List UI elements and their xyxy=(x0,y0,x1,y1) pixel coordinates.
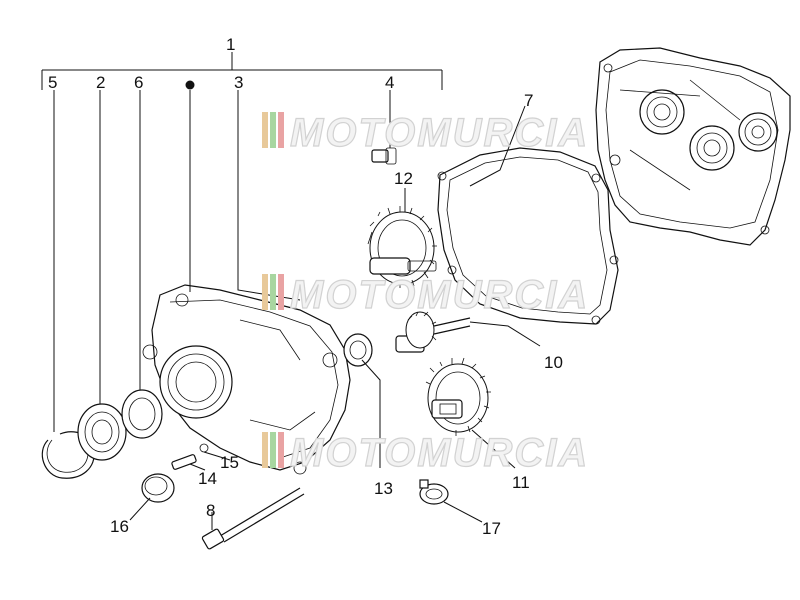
hose-clamp xyxy=(419,479,449,505)
label-part-13: 13 xyxy=(374,479,393,498)
cover-gasket xyxy=(437,147,619,325)
label-part-14: 14 xyxy=(198,469,217,488)
bearing xyxy=(77,403,127,461)
cap xyxy=(141,473,175,503)
pinion-shaft xyxy=(395,311,471,353)
label-part-5: 5 xyxy=(48,73,57,92)
label-part-10: 10 xyxy=(544,353,563,372)
leader-lines xyxy=(53,80,541,530)
label-part-15: 15 xyxy=(220,453,239,472)
main-housing xyxy=(142,284,351,475)
watermark-text: MOTOMURCIA xyxy=(290,111,589,155)
label-part-7: 7 xyxy=(524,91,533,110)
watermark-top: MOTOMURCIA xyxy=(262,110,589,156)
label-part-16: 16 xyxy=(110,517,129,536)
label-part-17: 17 xyxy=(482,519,501,538)
label-part-8: 8 xyxy=(206,501,215,520)
label-part-6: 6 xyxy=(134,73,143,92)
screw-with-washer xyxy=(171,443,209,470)
reference-dot xyxy=(185,80,195,90)
drain-plug xyxy=(371,147,397,165)
gearbox-cover xyxy=(595,47,791,246)
part-labels: 1 2 3 4 5 6 7 8 10 11 12 13 14 15 16 17 xyxy=(48,35,563,538)
long-bolt xyxy=(201,487,305,550)
label-part-11: 11 xyxy=(512,473,530,492)
label-part-12: 12 xyxy=(394,169,413,188)
label-part-1: 1 xyxy=(226,35,235,54)
watermark-bottom: MOTOMURCIA xyxy=(262,430,589,476)
label-part-3: 3 xyxy=(234,73,243,92)
watermark-text: MOTOMURCIA xyxy=(290,273,589,317)
assembly-bracket xyxy=(41,52,443,90)
label-part-4: 4 xyxy=(385,73,394,92)
watermark-text: MOTOMURCIA xyxy=(290,431,589,475)
watermark-middle: MOTOMURCIA xyxy=(262,272,589,318)
final-gear xyxy=(425,357,491,436)
intermediate-gear xyxy=(367,206,437,288)
shaft-bearing xyxy=(343,333,373,367)
oil-seal xyxy=(121,389,163,439)
label-part-2: 2 xyxy=(96,73,105,92)
